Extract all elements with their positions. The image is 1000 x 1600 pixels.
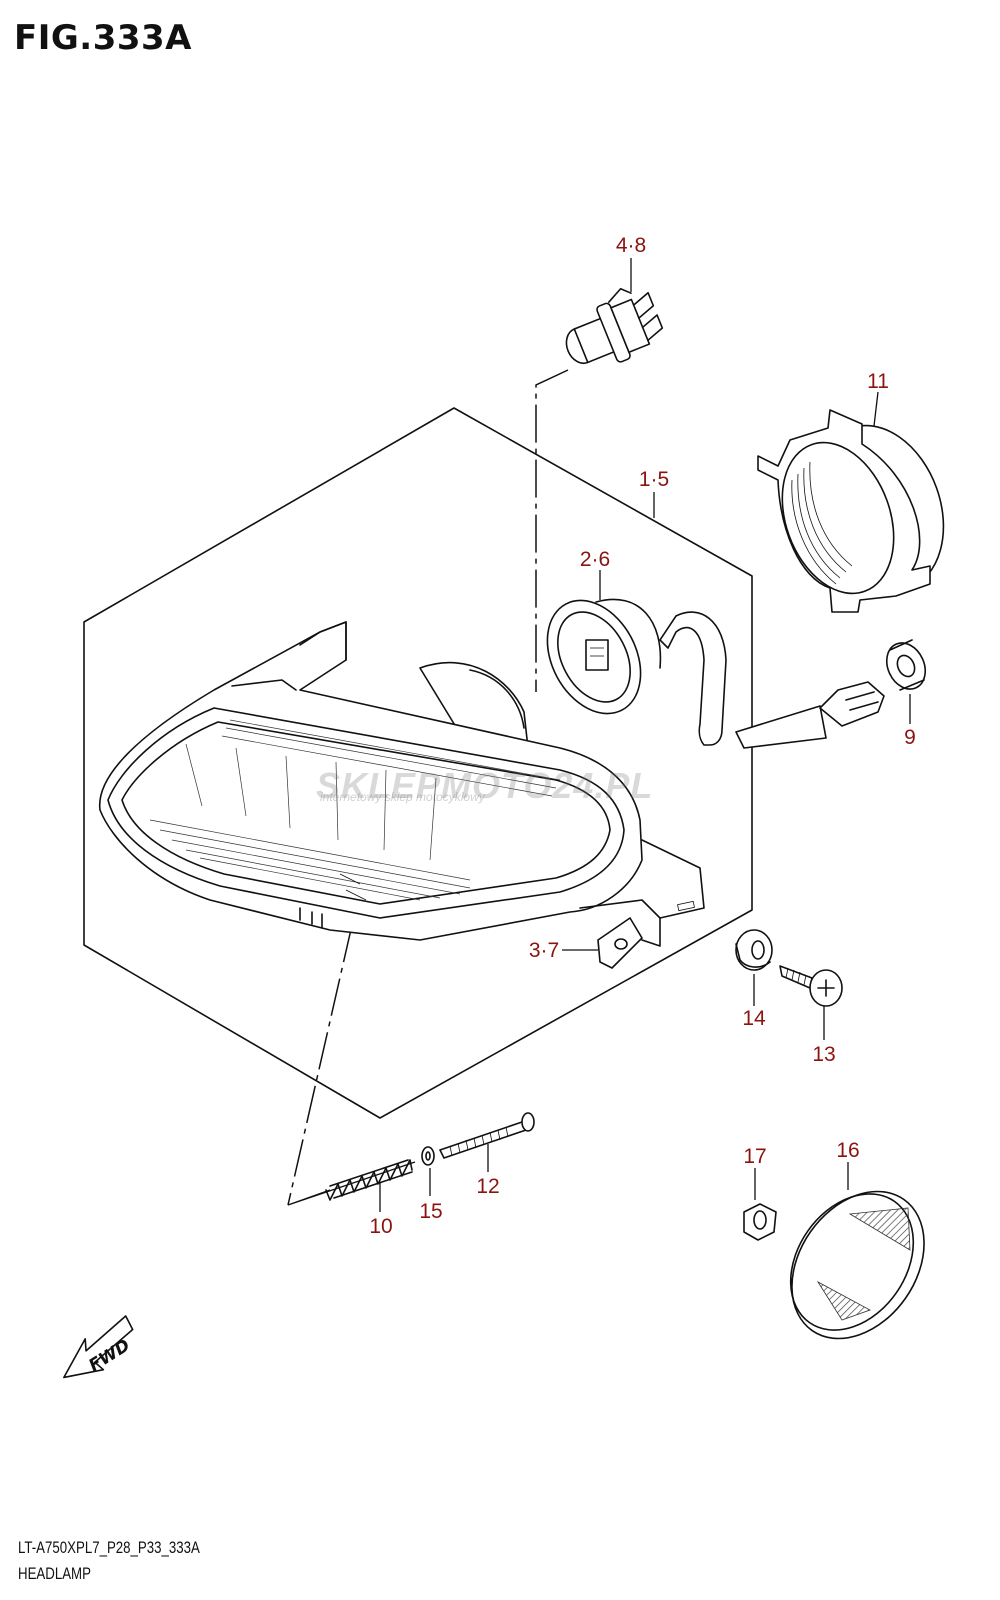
cover-ring-part [757, 409, 945, 613]
socket-harness-part [546, 598, 885, 749]
fwd-arrow-icon: FWD [63, 1315, 134, 1379]
callout-16: 16 [836, 1139, 859, 1162]
headlamp-housing [98, 621, 705, 947]
clip-part [597, 917, 643, 969]
nut-part [743, 1203, 777, 1241]
leader-lines [379, 258, 911, 1212]
reflector-part [789, 1190, 925, 1340]
bulb-part [565, 287, 664, 365]
callout-labels: 4·8 11 1·5 2·6 9 3·7 14 13 17 16 12 15 1… [369, 234, 916, 1238]
watermark-tagline: internetowy sklep motocyklowy [320, 790, 485, 804]
callout-14: 14 [742, 1007, 766, 1030]
callout-1-5: 1·5 [639, 468, 669, 491]
callout-4-8: 4·8 [616, 234, 646, 257]
callout-10: 10 [369, 1215, 392, 1238]
figure-title: FIG.333A [14, 18, 192, 58]
figure-code: LT-A750XPL7_P28_P33_333A [18, 1538, 200, 1557]
figure-footer: LT-A750XPL7_P28_P33_333A HEADLAMP [18, 1535, 200, 1587]
callout-15: 15 [419, 1200, 442, 1223]
callout-12: 12 [476, 1175, 499, 1198]
callout-9: 9 [904, 726, 916, 749]
washer-part [421, 1146, 435, 1166]
rubber-mount-part [735, 929, 773, 971]
callout-13: 13 [812, 1043, 835, 1066]
callout-3-7: 3·7 [529, 939, 559, 962]
grommet-part [885, 639, 927, 691]
spring-part [325, 1159, 413, 1201]
guide-line-adjuster [287, 924, 353, 1206]
watermark-logo: SKLEPMOTO24.PL [316, 765, 654, 806]
guide-line-bulb [535, 369, 569, 692]
screw-part [779, 965, 843, 1007]
assembly-boundary [83, 407, 753, 1119]
figure-name: HEADLAMP [18, 1564, 91, 1583]
callout-17: 17 [743, 1145, 766, 1168]
callout-11: 11 [867, 370, 889, 393]
callout-2-6: 2·6 [580, 548, 610, 571]
adjuster-bolt-part [439, 1112, 535, 1159]
